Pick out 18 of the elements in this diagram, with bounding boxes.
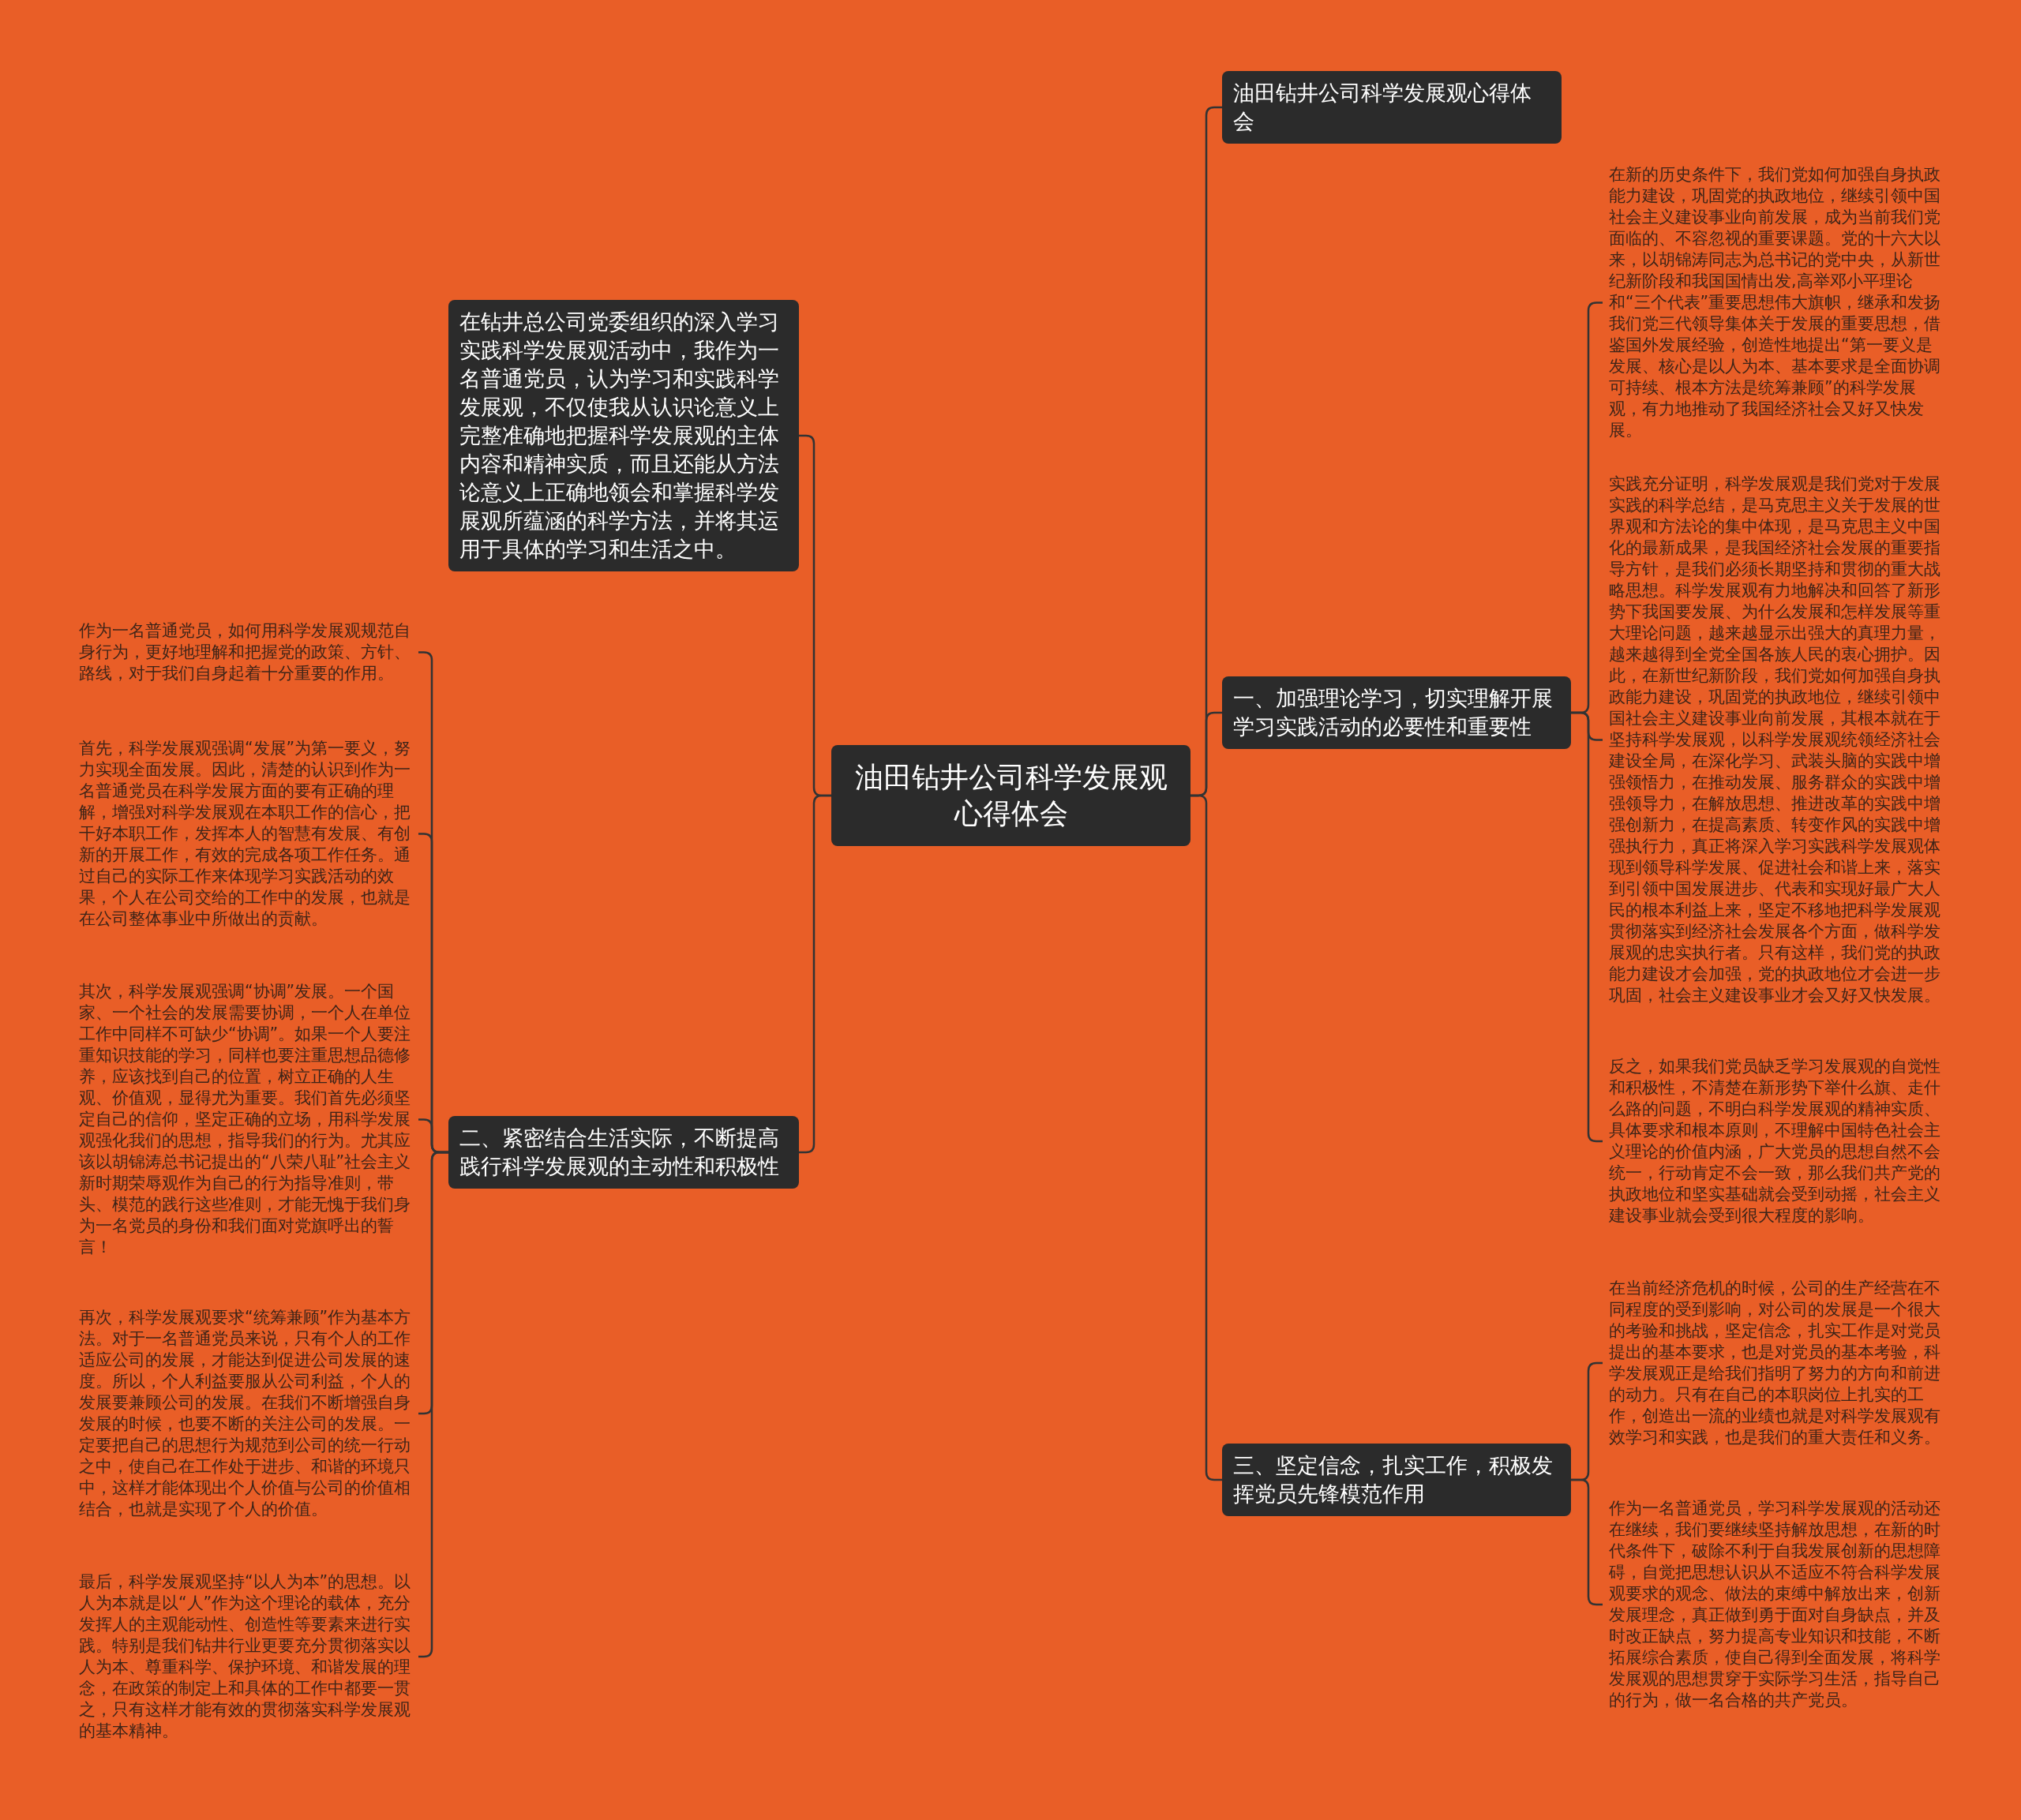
text-paragraph: 反之，如果我们党员缺乏学习发展观的自觉性和积极性，不清楚在新形势下举什么旗、走什么路的问题，不明白科学发展观的精神实质、具体要求和根本原则，不理解中国特色社会主义理论的价值内涵，广大党员的思想自然不会统一，行动肯定不会一致，那么我们共产党的执政地位和坚实基础就会受到动摇，社会主义建设事业就会受到很大程度的影响。 bbox=[1603, 1054, 1955, 1228]
text-paragraph: 再次，科学发展观要求“统筹兼顾”作为基本方法。对于一名普通党员来说，只有个人的工作适应公司的发展，才能达到促进公司发展的速度。所以，个人利益要服从公司利益，个人的发展要兼顾公司的发展。在我们不断增强自身发展的时候，也要不断的关注公司的发展。一定要把自己的思想行为规范到公司的统一行动之中，使自己在工作处于进步、和谐的环境只中，这样才能体现出个人价值与公司的价值相结合，也就是实现了个人的价值。 bbox=[73, 1305, 418, 1522]
branch-box: 在钻井总公司党委组织的深入学习实践科学发展观活动中，我作为一名普通党员，认为学习和实践科学发展观，不仅使我从认识论意义上完整准确地把握科学发展观的主体内容和精神实质，而且还能从方法论意义上正确地领会和掌握科学发展观所蕴涵的科学方法，并将其运用于具体的学习和生活之中。 bbox=[448, 300, 799, 571]
text-paragraph: 在新的历史条件下，我们党如何加强自身执政能力建设，巩固党的执政地位，继续引领中国社会主义建设事业向前发展，成为当前我们党面临的、不容忽视的重要课题。党的十六大以来，以胡锦涛同志为总书记的党中央，从新世纪新阶段和我国国情出发,高举邓小平理论和“三个代表”重要思想伟大旗帜，继承和发扬我们党三代领导集体关于发展的重要思想，借鉴国外发展经验，创造性地提出“第一要义是发展、核心是以人为本、基本要求是全面协调可持续、根本方法是统筹兼顾”的科学发展观，有力地推动了我国经济社会又好又快发展。 bbox=[1603, 163, 1955, 443]
branch-box: 三、坚定信念，扎实工作，积极发挥党员先锋模范作用 bbox=[1222, 1444, 1571, 1516]
topic-box: 油田钻井公司科学发展观心得体会 bbox=[831, 745, 1190, 846]
text-paragraph: 最后，科学发展观坚持“以人为本”的思想。以人为本就是以“人”作为这个理论的载体，充分发挥人的主观能动性、创造性等要素来进行实践。特别是我们钻井行业更要充分贯彻落实以人为本、尊重科学、保护环境、和谐发展的理念，在政策的制定上和具体的工作中都要一贯之，只有这样才能有效的贯彻落实科学发展观的基本精神。 bbox=[73, 1570, 418, 1743]
text-paragraph: 作为一名普通党员，如何用科学发展观规范自身行为，更好地理解和把握党的政策、方针、路线，对于我们自身起着十分重要的作用。 bbox=[73, 619, 418, 686]
branch-box: 一、加强理论学习，切实理解开展学习实践活动的必要性和重要性 bbox=[1222, 676, 1571, 749]
connector-line bbox=[799, 794, 831, 1154]
text-paragraph: 其次，科学发展观强调“协调”发展。一个国家、一个社会的发展需要协调，一个人在单位工作中同样不可缺少“协调”。如果一个人要注重知识技能的学习，同样也要注重思想品德修养，应该找到自己的位置，树立正确的人生观、价值观，显得尤为重要。我们首先必须坚定自己的信仰，坚定正确的立场，用科学发展观强化我们的思想，指导我们的行为。尤其应该以胡锦涛总书记提出的“八荣八耻”社会主义新时期荣辱观作为自己的行为指导准则，带头、模范的践行这些准则，才能无愧于我们身为一名党员的身份和我们面对党旗呼出的誓言！ bbox=[73, 979, 418, 1260]
branch-box: 油田钻井公司科学发展观心得体会 bbox=[1222, 71, 1562, 144]
text-paragraph: 首先，科学发展观强调“发展”为第一要义，努力实现全面发展。因此，清楚的认识到作为一名普通党员在科学发展方面的要有正确的理解，增强对科学发展观在本职工作的信心，把干好本职工作，发挥本人的智慧有发展、有创新的开展工作，有效的完成各项工作任务。通过自己的实际工作来体现学习实践活动的效果，个人在公司交给的工作中的发展，也就是在公司整体事业中所做出的贡献。 bbox=[73, 736, 418, 931]
text-paragraph: 在当前经济危机的时候，公司的生产经营在不同程度的受到影响，对公司的发展是一个很大的考验和挑战，坚定信念，扎实工作是对党员提出的基本要求，也是对党员的基本考验，科学发展观正是给我们指明了努力的方向和前进的动力。只有在自己的本职岗位上扎实的工作，创造出一流的业绩也就是对科学发展观有效学习和实践，也是我们的重大责任和义务。 bbox=[1603, 1276, 1955, 1450]
text-paragraph: 实践充分证明，科学发展观是我们党对于发展实践的科学总结，是马克思主义关于发展的世界观和方法论的集中体现，是马克思主义中国化的最新成果，是我国经济社会发展的重要指导方针，是我们必须长期坚持和贯彻的重大战略思想。科学发展观有力地解决和回答了新形势下我国要发展、为什么发展和怎样发展等重大理论问题，越来越显示出强大的真理力量，越来越得到全党全国各族人民的衷心拥护。因此，在新世纪新阶段，我们党如何加强自身执政能力建设，巩固党的执政地位，继续引领中国社会主义建设事业向前发展，其根本就在于坚持科学发展观，以科学发展观统领经济社会建设全局，在深化学习、武装头脑的实践中增强领悟力，在推动发展、服务群众的实践中增强领导力，在解放思想、推进改革的实践中增强创新力，在提高素质、转变作风的实践中增强执行力，真正将深入学习实践科学发展观体现到领导科学发展、促进社会和谐上来，落实到引领中国发展进步、代表和实现好最广大人民的根本利益上来，坚定不移地把科学发展观贯彻落实到经济社会发展各个方面，做科学发展观的忠实执行者。只有这样，我们党的执政能力建设才会加强，党的执政地位才会进一步巩固，社会主义建设事业才会又好又快发展。 bbox=[1603, 472, 1955, 1008]
branch-box: 二、紧密结合生活实际，不断提高践行科学发展观的主动性和积极性 bbox=[448, 1116, 799, 1189]
text-paragraph: 作为一名普通党员，学习科学发展观的活动还在继续，我们要继续坚持解放思想，在新的时代条件下，破除不利于自我发展创新的思想障碍，自觉把思想认识从不适应不符合科学发展观要求的观念、做法的束缚中解放出来，创新发展理念，真正做到勇于面对自身缺点，并及时改正缺点，努力提高专业知识和技能，不断拓展综合素质，使自己得到全面发展，将科学发展观的思想贯穿于实际学习生活，指导自己的行为，做一名合格的共产党员。 bbox=[1603, 1496, 1955, 1713]
connector-line bbox=[1190, 794, 1222, 1481]
